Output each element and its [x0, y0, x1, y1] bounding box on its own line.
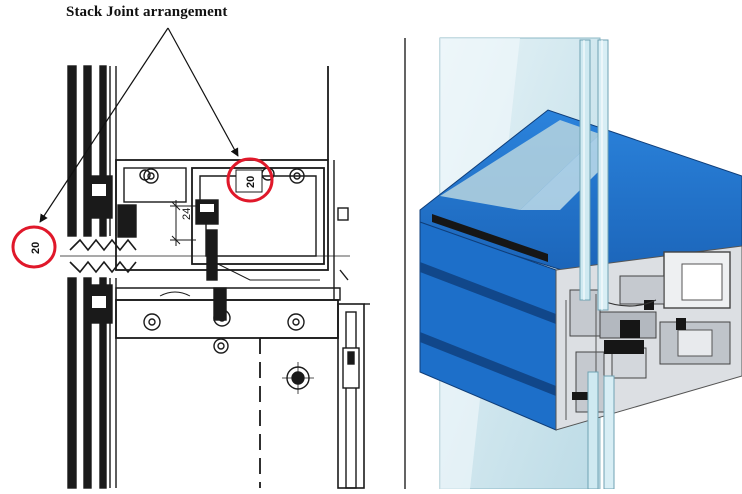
joint-gasket: [69, 238, 137, 252]
dim-label-gap: 24: [181, 208, 193, 220]
outer-glass-bars: [67, 65, 117, 489]
caption: Stack Joint arrangement: [66, 4, 228, 20]
highlight-right: 20: [226, 157, 274, 203]
profile-rendering: [419, 37, 742, 490]
outer-clips: [85, 175, 113, 324]
lower-transom: [115, 261, 341, 354]
gasket-strip: [432, 214, 548, 262]
inner-mullion: [327, 66, 349, 300]
glass-unit: [579, 39, 615, 490]
callout-arrows: [39, 27, 239, 223]
highlight-left: 20: [11, 225, 57, 269]
lower-frame: [259, 303, 370, 489]
dim-label-right: 20: [245, 176, 257, 188]
upper-transom: [115, 159, 329, 281]
dim-label-left: 20: [30, 242, 42, 254]
dimension-gap: [170, 200, 196, 246]
section-drawing: 24: [60, 65, 370, 489]
